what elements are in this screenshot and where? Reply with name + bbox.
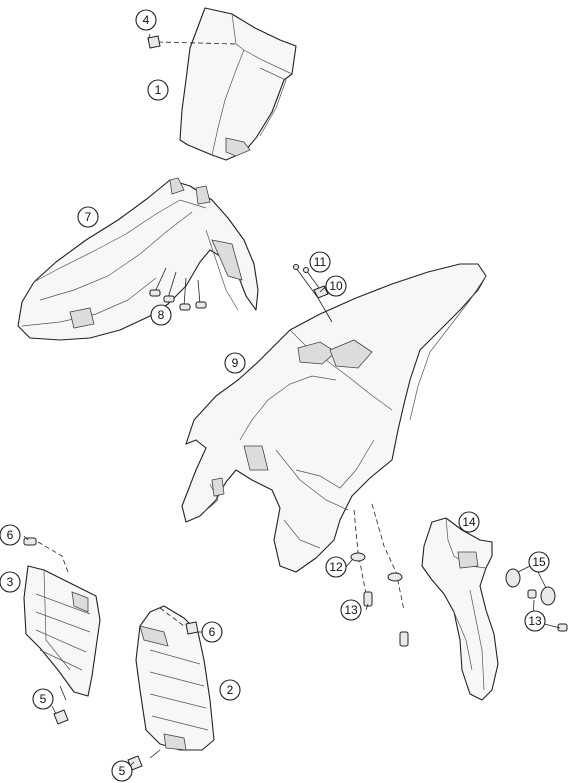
svg-text:13: 13 (344, 603, 358, 617)
svg-text:1: 1 (155, 83, 162, 97)
small-screws-nuts (23, 35, 239, 771)
rear-fender-hardware (350, 503, 409, 647)
svg-text:5: 5 (40, 692, 47, 706)
part-number-plate (179, 7, 297, 161)
svg-text:9: 9 (232, 356, 239, 370)
callout-14: 14 (458, 511, 480, 533)
grommets (505, 568, 568, 632)
callout-7: 7 (77, 206, 99, 228)
svg-text:13: 13 (528, 614, 542, 628)
callout-9: 9 (224, 352, 246, 374)
svg-text:7: 7 (85, 210, 92, 224)
callout-10: 10 (325, 275, 347, 297)
part-radiator-louver-left (23, 565, 101, 697)
svg-text:5: 5 (119, 764, 126, 778)
svg-text:6: 6 (209, 625, 216, 639)
callout-8: 8 (150, 304, 172, 326)
callout-12: 12 (325, 556, 347, 578)
callout-labels: 1 2 3 4 5 5 6 6 7 8 9 10 11 12 13 13 14 … (0, 9, 550, 782)
bolt-bracket-hardware (293, 264, 333, 323)
part-radiator-louver-right (135, 605, 215, 751)
svg-text:2: 2 (227, 683, 234, 697)
callout-11: 11 (309, 251, 331, 273)
svg-text:14: 14 (462, 515, 476, 529)
callout-5-left: 5 (32, 688, 54, 710)
callout-13-right: 13 (524, 610, 546, 632)
svg-text:3: 3 (7, 575, 14, 589)
svg-text:8: 8 (158, 308, 165, 322)
callout-6-right: 6 (201, 621, 223, 643)
callout-15: 15 (528, 551, 550, 573)
callout-2: 2 (219, 679, 241, 701)
callout-13-left: 13 (340, 599, 362, 621)
callout-3: 3 (0, 571, 21, 593)
callout-6-left: 6 (0, 524, 21, 546)
svg-text:6: 6 (7, 528, 14, 542)
svg-text:15: 15 (532, 555, 546, 569)
fender-screws (149, 267, 207, 311)
svg-text:10: 10 (329, 279, 343, 293)
callout-1: 1 (147, 79, 169, 101)
svg-text:12: 12 (329, 560, 343, 574)
callout-5-bottom: 5 (111, 760, 133, 782)
part-side-guard (421, 517, 499, 701)
svg-text:11: 11 (314, 255, 327, 269)
callout-4: 4 (135, 9, 157, 31)
svg-text:4: 4 (143, 13, 150, 27)
part-front-fender (17, 177, 259, 341)
part-rear-fender (181, 263, 487, 573)
